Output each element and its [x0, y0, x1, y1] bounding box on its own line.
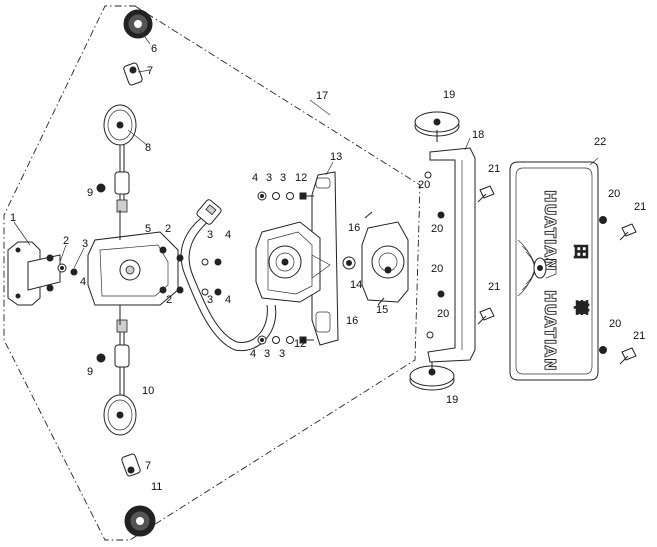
callout-4: 4	[225, 229, 231, 241]
callout-2: 2	[63, 235, 69, 247]
callout-4: 4	[80, 276, 86, 288]
assembly-17-outline	[3, 5, 421, 541]
callout-15: 15	[376, 304, 388, 316]
callout-19: 19	[446, 394, 458, 406]
callout-5: 5	[145, 223, 151, 235]
callout-labels: 1 2 3 4 5 2 2 3 4 3 4 6 7 8 9 9 10 7 11 …	[10, 43, 646, 493]
callout-3: 3	[82, 238, 88, 250]
callout-6: 6	[151, 43, 157, 55]
callout-20: 20	[431, 263, 443, 275]
callout-7: 7	[145, 460, 151, 472]
callout-4: 4	[250, 348, 256, 360]
callout-21: 21	[488, 163, 500, 175]
plate-char-top: 田	[572, 244, 590, 260]
callout-20: 20	[418, 179, 430, 191]
callout-2: 2	[165, 223, 171, 235]
callout-16: 16	[348, 222, 360, 234]
callout-20: 20	[437, 308, 449, 320]
callout-21: 21	[633, 330, 645, 342]
plate-text-top: HUATIAN	[541, 190, 559, 272]
callout-13: 13	[330, 151, 342, 163]
callout-7: 7	[147, 65, 153, 77]
callout-4: 4	[252, 172, 258, 184]
callout-3: 3	[280, 172, 286, 184]
callout-3: 3	[279, 348, 285, 360]
callout-3: 3	[207, 294, 213, 306]
callout-17: 17	[316, 90, 328, 102]
callout-3: 3	[264, 348, 270, 360]
callout-20: 20	[431, 223, 443, 235]
central-bracket-assembly	[7, 199, 277, 352]
callout-3: 3	[207, 229, 213, 241]
callout-9: 9	[87, 187, 93, 199]
license-lamp-housing	[255, 171, 409, 346]
callout-20: 20	[608, 188, 620, 200]
upper-reflector-assembly	[96, 9, 153, 213]
callout-12: 12	[294, 338, 306, 350]
callout-21: 21	[634, 201, 646, 213]
plate-bracket-assembly	[409, 111, 495, 391]
lower-reflector-assembly	[96, 319, 156, 537]
callout-3: 3	[266, 172, 272, 184]
plate-char-bottom: 華	[572, 300, 590, 316]
callout-18: 18	[472, 129, 484, 141]
callout-2: 2	[166, 294, 172, 306]
callout-16: 16	[346, 315, 358, 327]
leader-lines	[13, 29, 599, 269]
license-plate: HUATIAN 田 華 HUATIAN	[509, 161, 637, 381]
callout-8: 8	[145, 142, 151, 154]
callout-4: 4	[225, 294, 231, 306]
callout-9: 9	[87, 366, 93, 378]
callout-19: 19	[443, 89, 455, 101]
callout-22: 22	[594, 136, 606, 148]
callout-20: 20	[609, 318, 621, 330]
callout-14: 14	[350, 279, 362, 291]
callout-11: 11	[151, 481, 162, 493]
callout-21: 21	[488, 281, 500, 293]
callout-12: 12	[295, 172, 307, 184]
callout-1: 1	[10, 212, 16, 224]
callout-10: 10	[142, 385, 154, 397]
plate-text-bottom: HUATIAN	[541, 290, 559, 372]
